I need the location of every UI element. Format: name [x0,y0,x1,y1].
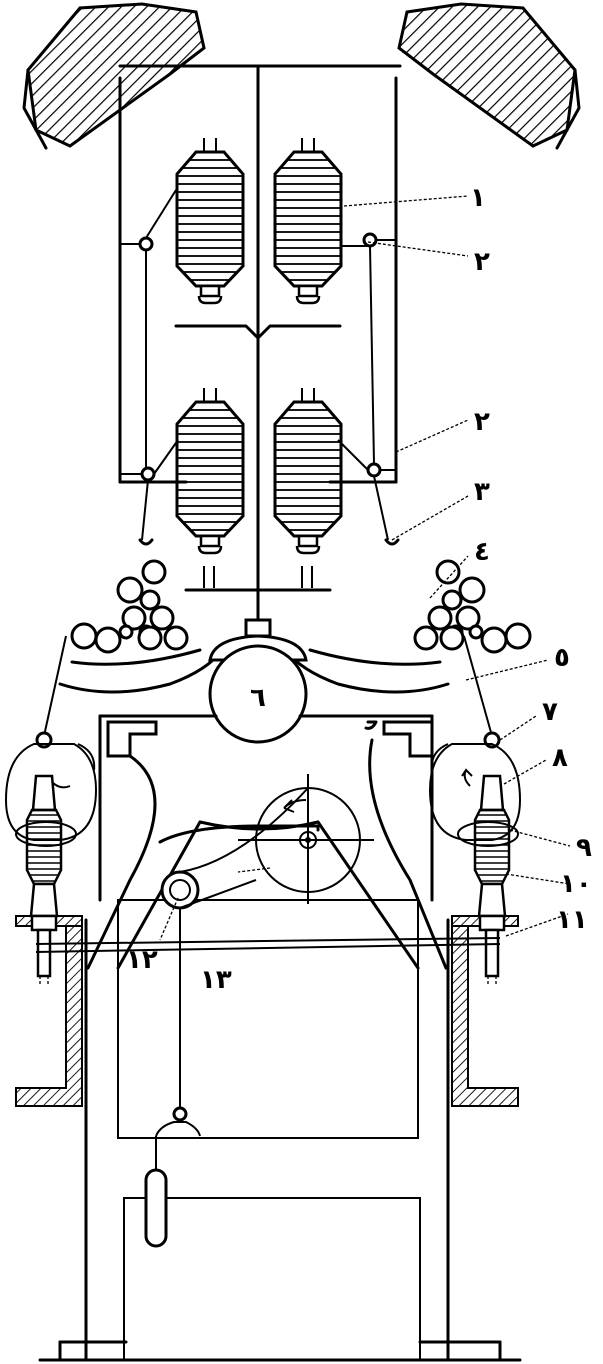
creel-canopy-left [22,2,206,150]
rotation-arrow [283,799,307,813]
callout-9: ٩ [576,833,592,863]
machine-frame [38,714,522,1362]
callout-2a: ٢ [474,247,490,277]
roving-bobbin-bottom-left [175,386,245,555]
callout-4: ٤ [474,537,490,567]
drafting-rollers-right [413,559,532,654]
callout-5: ٥ [554,643,570,673]
traveller-arrow-right [461,768,473,787]
callout-11: ١١ [556,905,588,935]
callout-7: ٧ [542,697,558,727]
roving-guides [120,189,400,546]
callout-10: ١٠ [560,869,592,899]
callout-2b: ٢ [474,407,490,437]
callout-6: ٦ [250,683,266,713]
callout-13: ١٣ [200,965,232,995]
roving-bobbin-bottom-right [273,386,343,555]
roving-bobbin-top-left [175,136,245,305]
drafting-rollers-left [70,559,189,654]
callout-1: ١ [470,183,486,213]
spindle-left [25,774,63,988]
creel-canopy-right [397,2,581,150]
leader-lines [159,195,571,941]
callout-3: ٣ [474,477,490,507]
spindle-tape-drive [35,774,501,1248]
roving-bobbin-top-right [273,136,343,305]
creel-frame [118,64,402,622]
spindle-right [473,774,511,988]
callout-labels: ١ ٢ ٢ ٣ ٤ ٥ ٦ ٧ ٨ ٩ ١٠ ١١ ١٢ ١٣ [126,183,592,995]
callout-8: ٨ [552,743,568,773]
traveller-arrow-left [51,781,71,789]
callout-12: ١٢ [126,945,158,975]
roller-beam [58,648,450,694]
central-drum [208,618,308,744]
